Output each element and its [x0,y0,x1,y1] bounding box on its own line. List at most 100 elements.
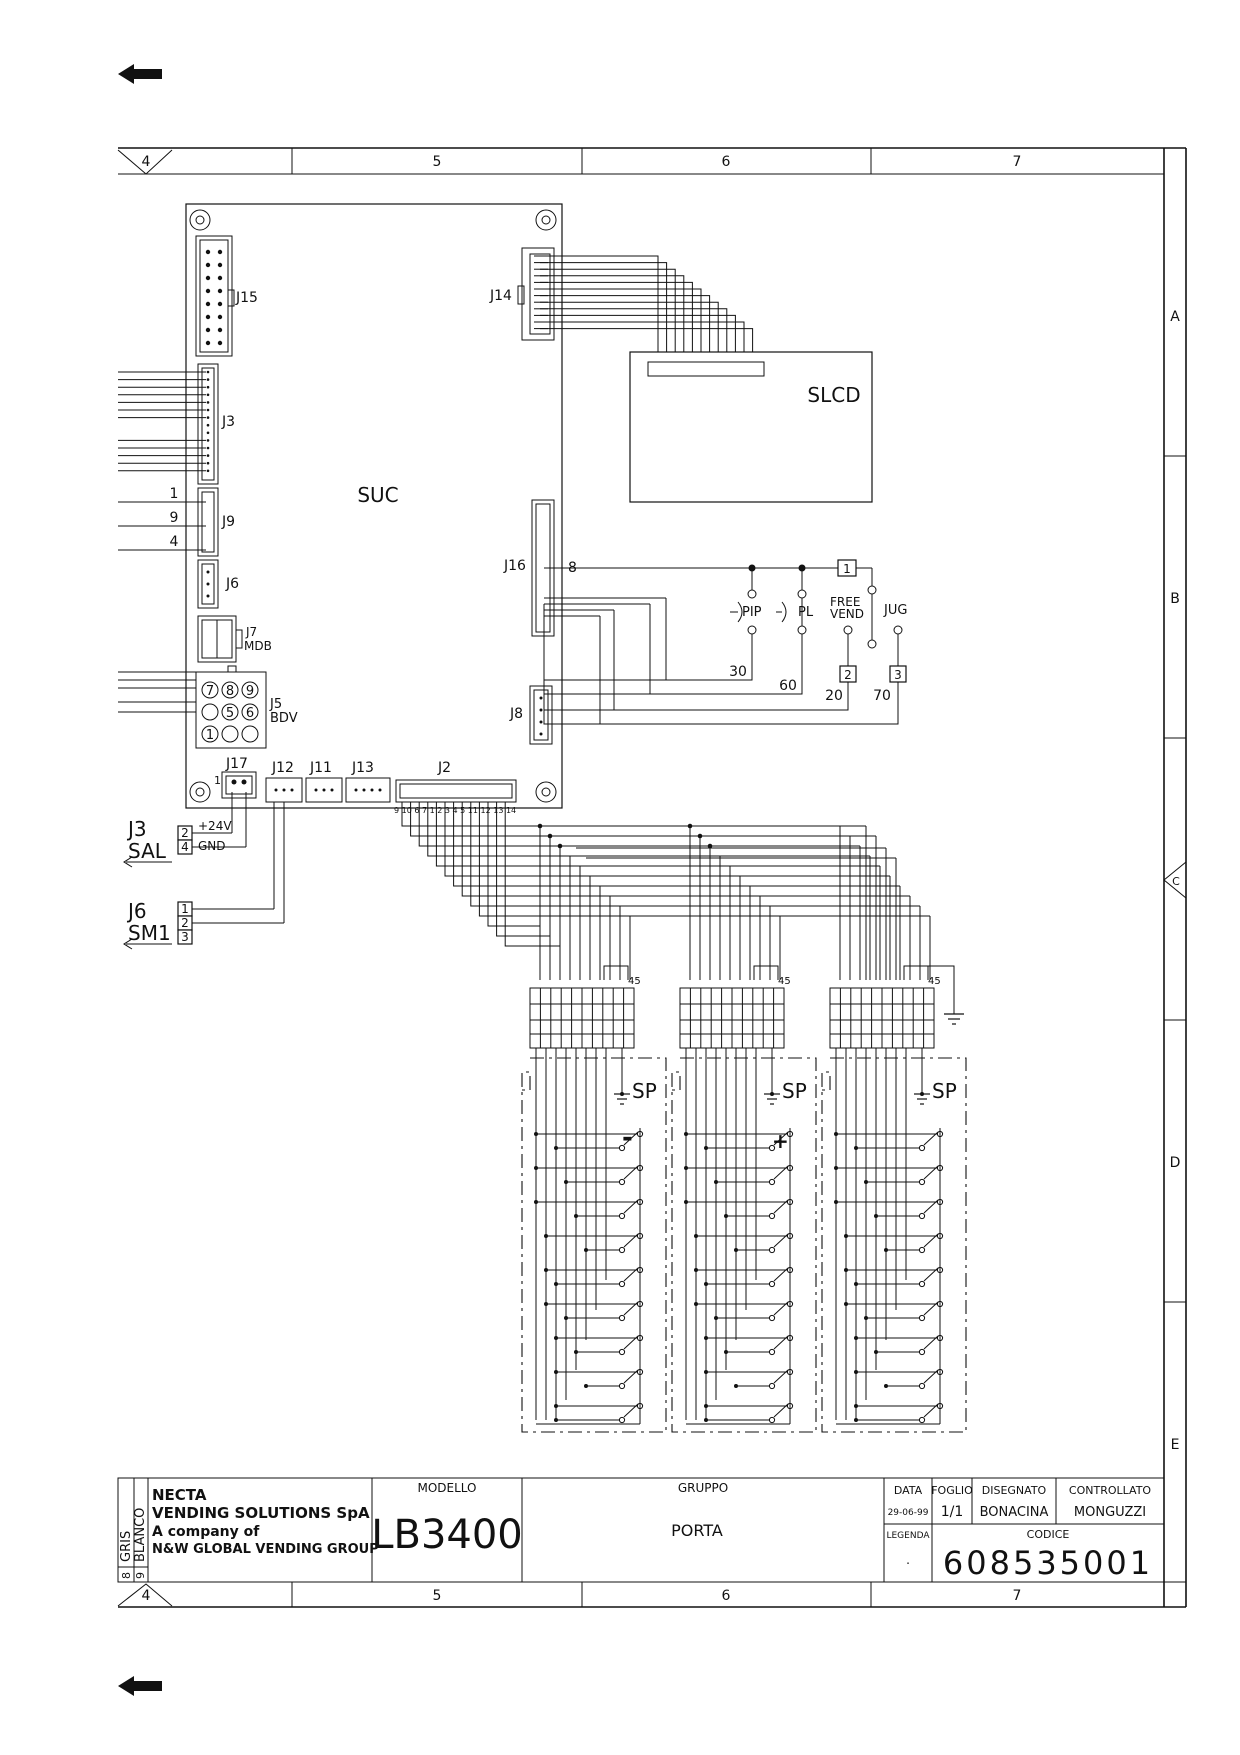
title-block [117,1477,1165,1583]
company-necta: NECTA [152,1486,207,1504]
j5-pin-7: 7 [206,684,214,699]
j7-label: J7 [245,625,257,639]
disegnato-value: BONACINA [980,1505,1049,1520]
connector-j15[interactable] [195,235,235,357]
row-label-e: E [1171,1437,1180,1453]
j3-label: J3 [221,414,235,430]
j3-pin [206,454,210,457]
sm1-title-j6: J6 [126,899,147,923]
keypad-2[interactable] [671,987,817,1433]
connector-j6[interactable] [197,559,219,609]
data-label: DATA [894,1484,923,1497]
modello-value: LB3400 [371,1512,523,1558]
j17-label: J17 [225,756,248,772]
suc-board[interactable] [185,203,563,809]
column-label-6-bottom: 6 [722,1588,731,1604]
row-label-d: D [1170,1155,1181,1171]
connector-j13[interactable] [345,777,391,803]
j3-pin [206,446,210,450]
j14-label: J14 [489,288,512,304]
connector-j3[interactable] [118,363,219,485]
j5-pin-1: 1 [206,728,214,743]
row-label-b: B [1170,591,1180,607]
j3-pin [206,461,210,465]
free-label: FREE [830,595,860,609]
connector-j14[interactable] [517,247,555,341]
legenda-label: LEGENDA [886,1531,930,1541]
j15-pin [205,249,211,255]
side-label-blanco: BLANCO [133,1508,148,1562]
j9-pin-9: 9 [170,510,179,526]
j15-pin [217,327,223,333]
page-arrow-bottom-icon[interactable] [118,1676,162,1696]
keypad-1[interactable] [521,987,667,1433]
j2-pin-labels: 9 10 6 7 1 2 3 4 5 11 12 13 14 [394,806,516,815]
legenda-value: . [906,1553,910,1567]
modello-label: MODELLO [417,1481,476,1495]
page-arrow-top-icon[interactable] [118,64,162,84]
bus-junction [547,833,553,839]
j15-pin [217,314,223,320]
j12-label: J12 [271,760,294,776]
j3-pin [206,401,210,404]
j15-pin [217,275,223,281]
wire-20: 20 [825,688,843,704]
slcd-display[interactable] [629,351,873,503]
j5-pin-9: 9 [246,684,254,699]
column-label-5-bottom: 5 [433,1588,442,1604]
keypad-3-sp: SP [932,1079,957,1103]
connector-j9[interactable] [118,487,219,557]
j9-pin-4: 4 [170,534,179,550]
j2-keypad-bus [401,802,964,1025]
j14-slcd-ribbon [534,255,755,370]
keypad-panels[interactable] [521,987,967,1433]
j3-pin [206,393,210,397]
pl-label: PL [798,605,814,620]
sm1-pin-2: 2 [181,916,189,930]
sm1-title-sm1: SM1 [128,921,171,945]
sal-title-j3: J3 [126,817,147,841]
keypad-3[interactable] [821,987,967,1433]
j5-pin-6: 6 [246,706,254,721]
j15-pin [217,301,223,307]
sm1-connector[interactable] [123,802,285,950]
column-label-4-bottom: 4 [142,1588,151,1604]
j3-pin [206,469,210,473]
connector-j11[interactable] [305,777,343,803]
slcd-label: SLCD [807,383,860,407]
j2-label: J2 [437,760,451,776]
company-vending: VENDING SOLUTIONS SpA [152,1504,370,1522]
connector-j7-mdb[interactable] [197,615,243,663]
row-label-c: C [1172,875,1180,888]
control-box-2: 2 [844,668,852,682]
j15-pin [217,288,223,294]
connector-j2[interactable] [395,779,517,803]
j11-label: J11 [309,760,332,776]
j3-pin [206,370,210,374]
sal-connector[interactable] [123,792,247,868]
j15-pin [217,340,223,346]
side-num-9: 9 [134,1572,147,1579]
connector-j8[interactable] [529,685,553,745]
gruppo-label: GRUPPO [678,1481,728,1495]
j15-pin [217,262,223,268]
j9-pin-1: 1 [170,486,179,502]
data-value: 29-06-99 [888,1508,929,1518]
sal-gnd: GND [198,839,226,853]
j5-pin-5: 5 [226,706,234,721]
j15-pin [217,249,223,255]
j5-label: J5 [269,697,282,712]
codice-value: 608535001 [943,1544,1153,1582]
sm1-pin-3: 3 [181,930,189,944]
sal-24v: +24V [198,819,232,833]
side-num-8: 8 [120,1572,133,1579]
keypad-2-sp: SP [782,1079,807,1103]
j15-pin [205,327,211,333]
connector-j17[interactable] [221,771,257,799]
controllato-value: MONGUZZI [1074,1505,1146,1520]
j5-pin-8: 8 [226,684,234,699]
control-box-1: 1 [843,562,851,576]
j3-pin [206,408,210,412]
connector-j5-bdv[interactable] [118,665,267,749]
foglio-value: 1/1 [941,1504,964,1520]
